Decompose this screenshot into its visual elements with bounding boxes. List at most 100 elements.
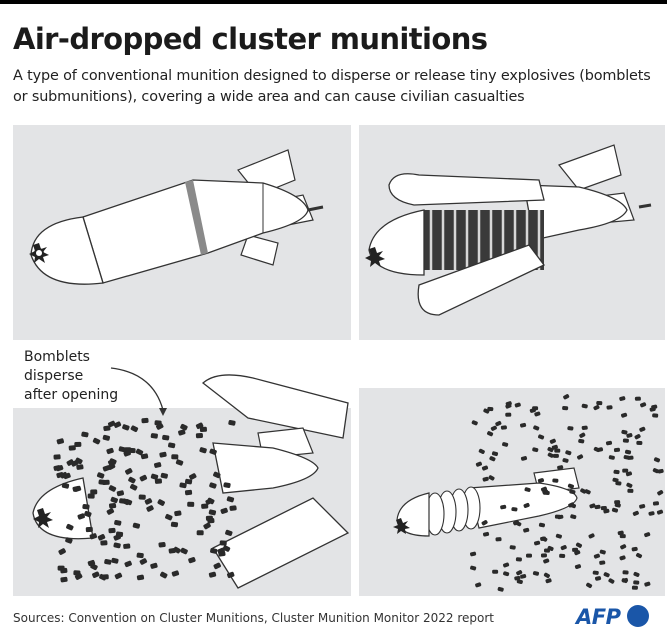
bomblet	[213, 471, 221, 479]
bomblet	[225, 529, 233, 536]
bomblet	[635, 552, 643, 559]
bomblet	[199, 447, 207, 454]
bomblet	[96, 472, 105, 479]
bomblet	[552, 478, 559, 483]
bomblet	[552, 453, 559, 458]
bomblet	[523, 502, 530, 508]
bomblet	[56, 438, 65, 445]
bomblet	[657, 490, 664, 496]
bomblet	[578, 438, 585, 444]
bomblet	[619, 396, 626, 401]
bomblet	[555, 533, 562, 539]
bomblet-stack	[425, 486, 481, 536]
bomblet	[520, 456, 528, 461]
bomblet	[562, 406, 569, 411]
dispersing-bomb-illustration	[13, 367, 351, 596]
bomblet	[554, 514, 561, 519]
bomblet	[130, 425, 139, 433]
bomblet	[135, 448, 144, 456]
bomblet	[634, 434, 641, 440]
bomblet	[492, 569, 499, 574]
bomblet	[75, 457, 83, 465]
bomblet	[102, 434, 111, 441]
bomblet	[58, 548, 66, 555]
bomblet	[157, 499, 165, 506]
bomblet	[603, 572, 610, 578]
fuse-icon	[393, 518, 410, 534]
bomblet	[614, 500, 621, 505]
bomblet	[226, 496, 235, 503]
bomblet	[589, 503, 596, 509]
annotation-line-2: disperse	[24, 368, 84, 384]
bomblet	[606, 405, 613, 410]
bomblet	[515, 557, 522, 562]
bomblet	[201, 503, 209, 509]
bomblet	[124, 560, 132, 568]
bomblet	[482, 531, 490, 537]
bomblet	[154, 478, 162, 484]
bomblet	[141, 417, 149, 424]
bomblet	[565, 450, 572, 456]
bomblet	[209, 448, 217, 455]
bomblet	[208, 571, 217, 578]
bomblet	[213, 562, 221, 570]
bomblet	[599, 560, 606, 565]
bomblet	[104, 559, 112, 565]
bomblet	[208, 509, 217, 516]
bomblet	[532, 447, 539, 453]
bomblet	[639, 426, 646, 432]
bomblet	[495, 537, 502, 542]
bomblet	[92, 571, 100, 578]
bomblet	[100, 540, 108, 546]
bomblet	[592, 570, 599, 575]
bomblet	[106, 447, 114, 455]
bomblet	[581, 403, 588, 409]
bomblet	[593, 553, 600, 559]
bomblet	[114, 519, 122, 526]
bomblet	[613, 469, 620, 475]
annotation-line-1: Bomblets	[24, 349, 90, 365]
bomblet	[526, 553, 532, 558]
bomblet	[652, 413, 659, 418]
bomblet	[159, 451, 167, 458]
bomblet	[621, 429, 628, 435]
bomblet	[567, 426, 574, 431]
bomblets-cloud	[53, 417, 237, 583]
bomblet	[111, 557, 119, 564]
bomblet	[150, 473, 159, 480]
bomblet	[89, 533, 98, 540]
bomblet	[644, 532, 651, 538]
bomblet	[551, 444, 558, 450]
bomblet	[649, 407, 656, 412]
bomblet	[580, 488, 587, 494]
bomblet	[160, 472, 168, 479]
bomblet	[529, 408, 536, 413]
bomblet	[73, 570, 81, 576]
bomblet	[543, 558, 550, 564]
bomblet	[516, 579, 523, 585]
bomblet	[180, 547, 188, 555]
bomblet	[575, 542, 583, 548]
bomblet	[475, 461, 482, 467]
bomblet	[562, 458, 569, 463]
bomblet	[74, 441, 82, 447]
bomblet	[481, 465, 489, 471]
bomblet	[106, 508, 115, 515]
page-title: Air-dropped cluster munitions	[13, 22, 488, 56]
bomblet	[87, 559, 96, 567]
bomblet	[136, 552, 144, 559]
bomblet	[533, 425, 540, 431]
bomblet	[644, 581, 651, 587]
bomblet	[487, 431, 494, 437]
bomblet	[615, 481, 622, 486]
bomblet	[605, 440, 613, 446]
bomblet	[608, 578, 615, 584]
bomblet	[505, 403, 512, 409]
panel-closed-bomb	[13, 125, 351, 340]
bomblet	[514, 402, 521, 408]
bomblet	[150, 433, 158, 439]
bomblet	[524, 487, 531, 492]
bomblet	[584, 489, 591, 495]
bomblet	[84, 510, 92, 518]
bomblet	[122, 424, 130, 431]
